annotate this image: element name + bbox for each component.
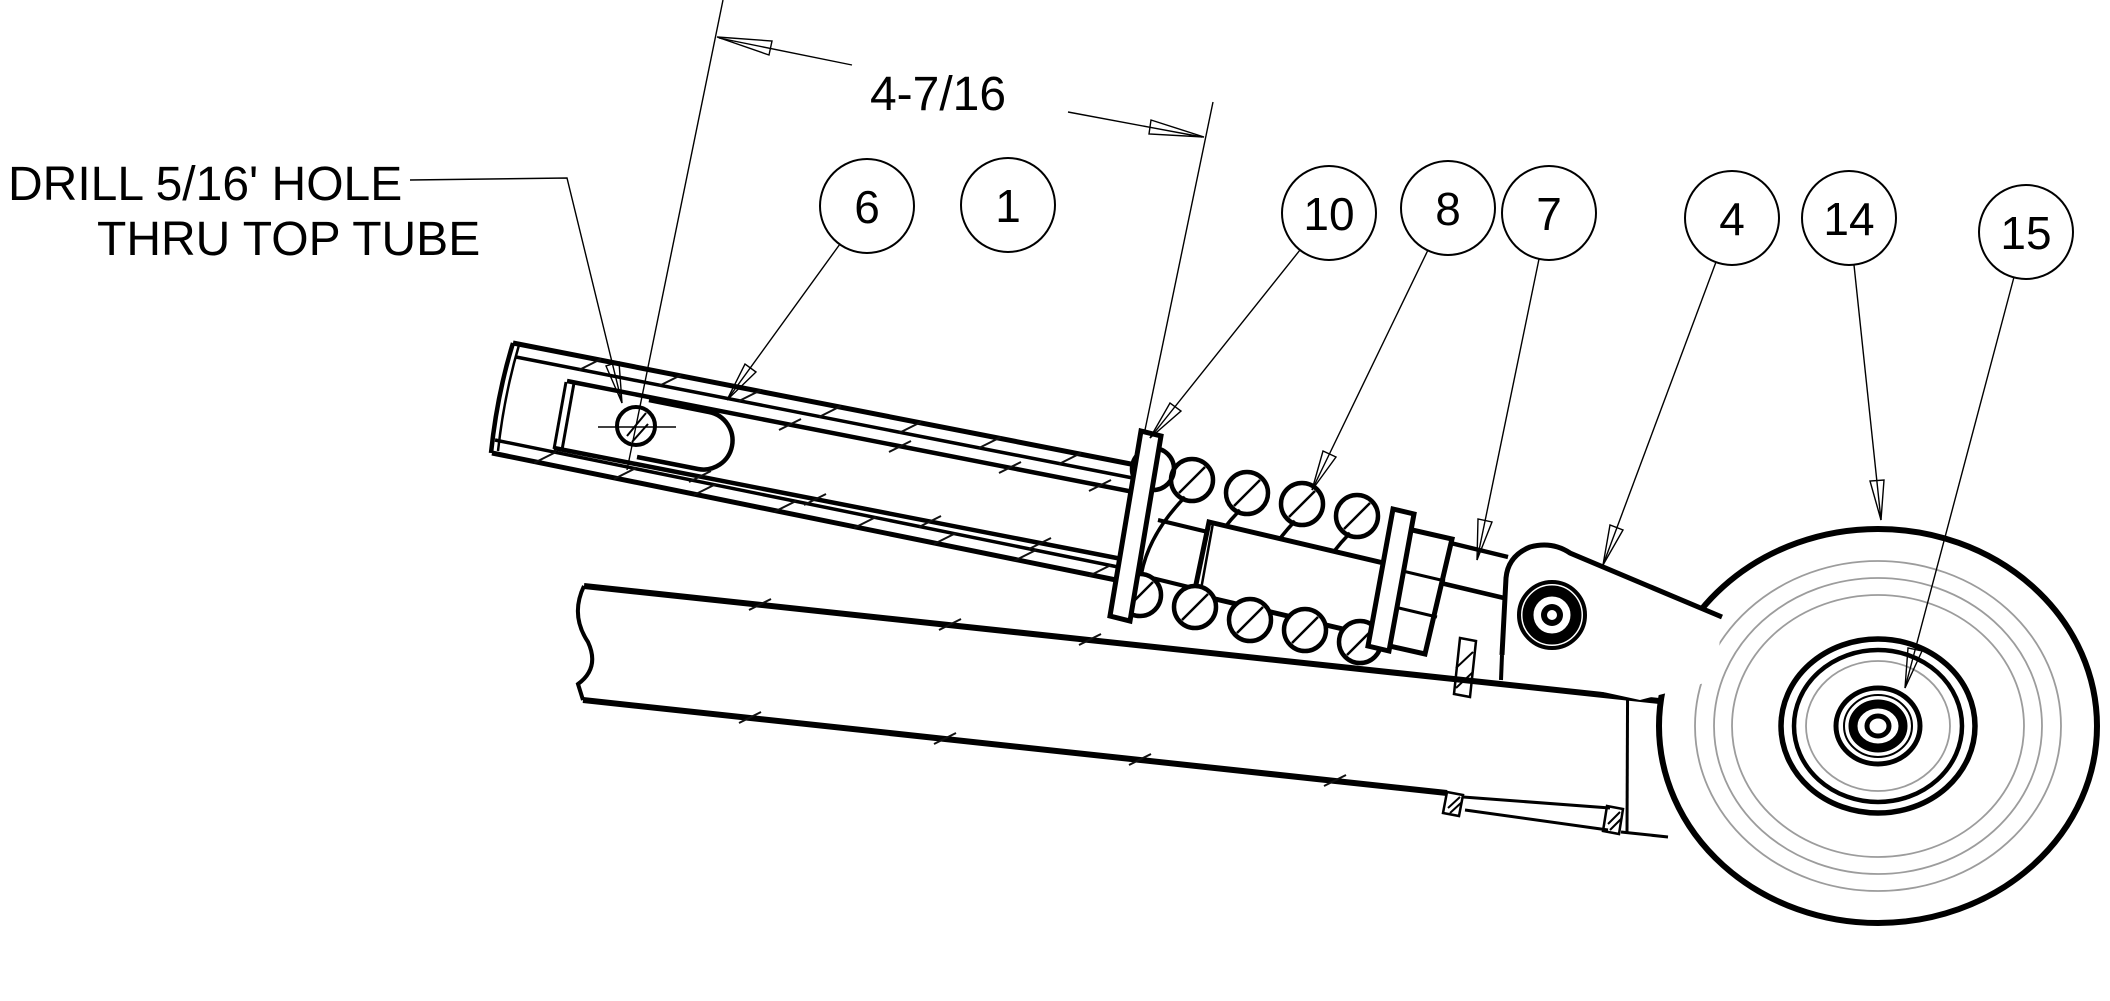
balloon-14: 14: [1801, 170, 1897, 266]
rim-outer: [1778, 636, 1978, 816]
balloon-8: 8: [1400, 160, 1496, 256]
balloon-leaders: [726, 243, 2015, 689]
extension-line-right: [1144, 101, 1214, 431]
drill-note-line1: DRILL 5/16' HOLE: [8, 158, 402, 211]
hub: [1833, 685, 1923, 767]
drill-note: DRILL 5/16' HOLE THRU TOP TUBE: [8, 158, 623, 404]
balloon-14-label: 14: [1823, 193, 1874, 245]
break-line: [575, 585, 595, 701]
axle: [1864, 713, 1892, 739]
dimension-text: 4-7/16: [870, 68, 1006, 121]
annotations: 4-7/16 DRILL 5/16' HOLE THRU TOP TUBE 6 …: [8, 0, 2074, 689]
pivot-bearing: [1517, 580, 1587, 650]
balloon-4: 4: [1684, 170, 1780, 266]
balloon-8-label: 8: [1435, 183, 1461, 235]
wheel-bearing: [1848, 699, 1908, 753]
drill-note-line2: THRU TOP TUBE: [97, 213, 480, 266]
dim-arrow-left: [716, 36, 773, 56]
balloon-15-label: 15: [2000, 207, 2051, 259]
dim-arrow-right: [1148, 119, 1205, 138]
note-leader-arrow: [605, 361, 623, 404]
balloon-15: 15: [1978, 184, 2074, 280]
tail-wheel: [1656, 526, 2100, 926]
top-tube: [488, 340, 1145, 584]
balloon-1: 1: [960, 157, 1056, 253]
clevis: [1499, 542, 1723, 700]
balloon-7: 7: [1501, 165, 1597, 261]
drilled-hole: [598, 405, 676, 447]
lower-tube-ticks: [738, 598, 1347, 787]
balloon-10-label: 10: [1303, 188, 1354, 240]
balloon-4-label: 4: [1719, 193, 1745, 245]
balloon-10: 10: [1281, 165, 1377, 261]
balloon-7-label: 7: [1536, 188, 1562, 240]
balloon-6: 6: [819, 158, 915, 254]
tube-hatch-ticks: [533, 358, 1112, 577]
tire-outer: [1656, 526, 2100, 926]
dimension-4-7-16: 4-7/16: [626, 0, 1214, 471]
spring-washer-right: [1365, 505, 1417, 655]
shock-absorber: [1107, 427, 1509, 666]
tube-slot: [636, 397, 735, 472]
balloon-6-label: 6: [854, 181, 880, 233]
lower-tube: [575, 583, 1707, 796]
balloon-1-label: 1: [995, 180, 1021, 232]
extension-line-left: [626, 0, 724, 471]
spring-top-coils: [1168, 456, 1381, 540]
